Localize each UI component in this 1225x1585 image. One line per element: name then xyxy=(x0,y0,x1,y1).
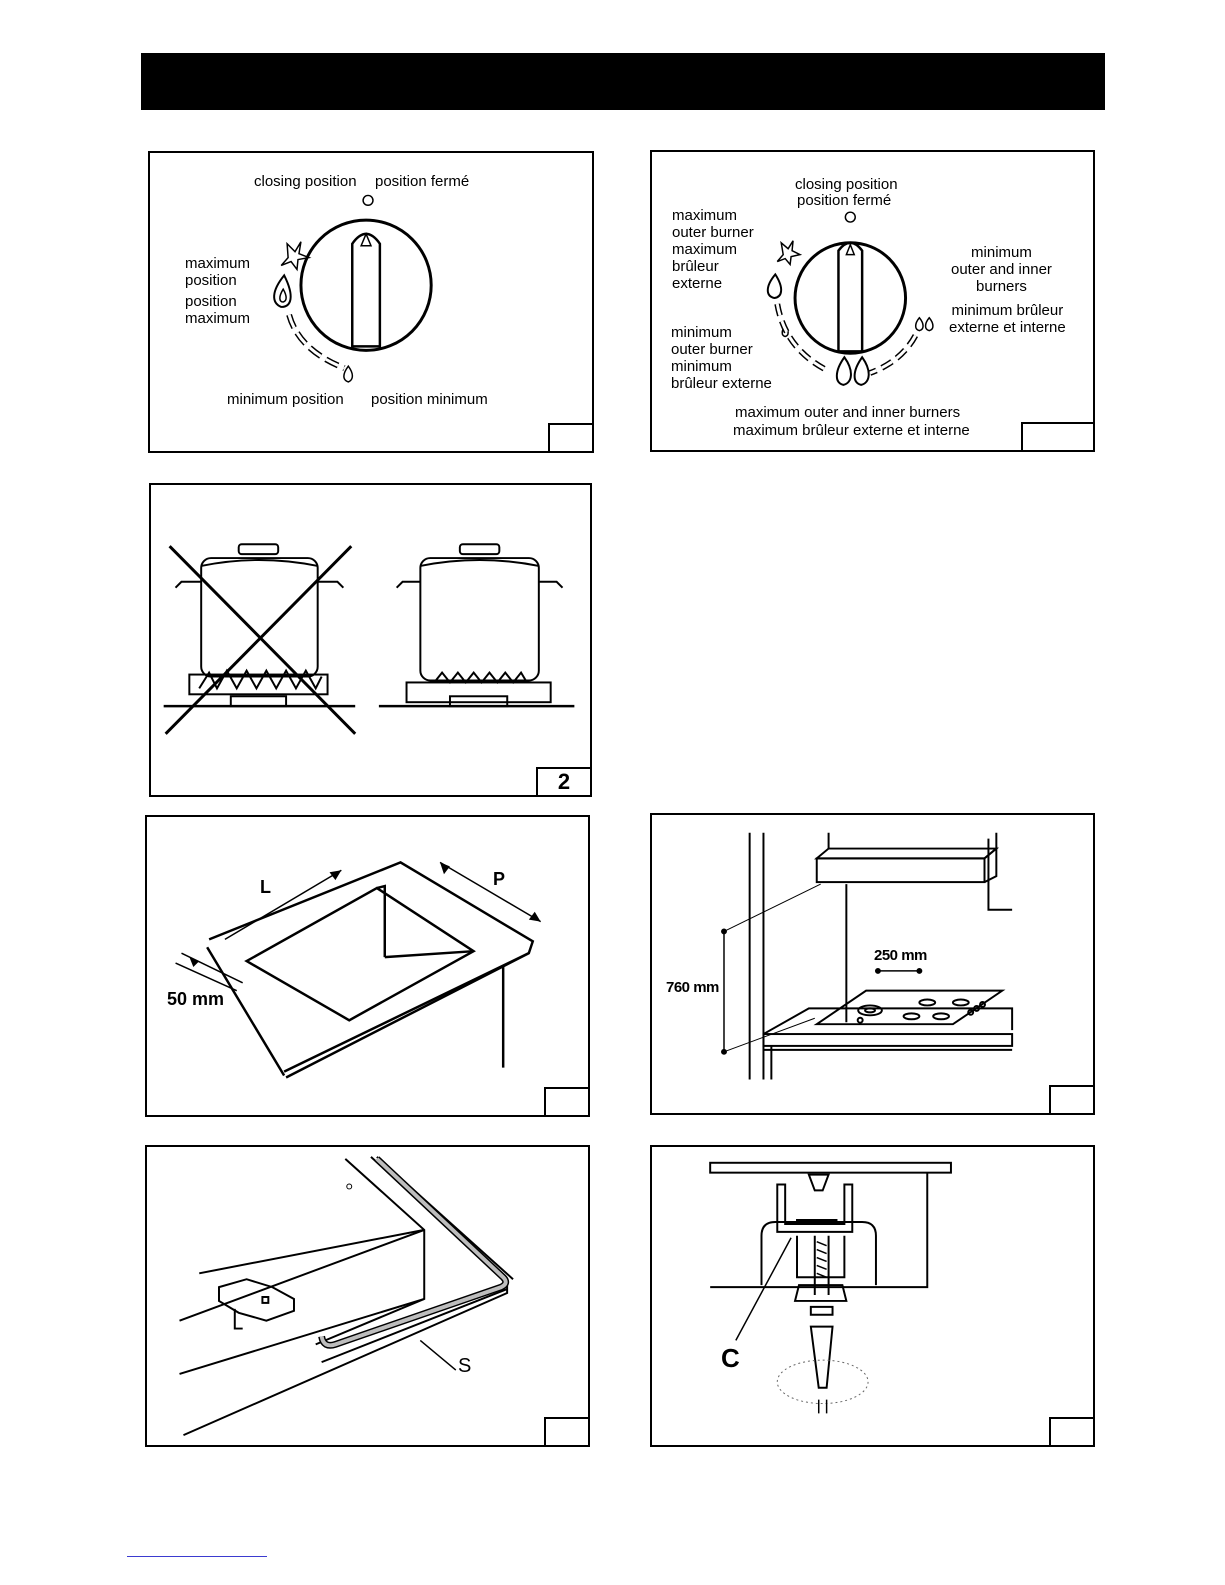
max-outer-burner-label: maximum outer burner maximum brûleur ext… xyxy=(672,207,754,292)
min-outer-burner-label: minimum outer burner minimum brûleur ext… xyxy=(671,324,772,392)
pot-wrong xyxy=(174,543,345,708)
figure-cutout: L P 50 mm xyxy=(145,815,590,1117)
figure-number xyxy=(1021,422,1093,450)
closing-position-label: closing position xyxy=(254,173,357,190)
position-ferme-label: position fermé xyxy=(375,173,470,190)
figure-number xyxy=(544,1087,588,1115)
figure-pot-sizes: 2 xyxy=(149,483,592,797)
figure-hood-distance: 760 mm 250 mm xyxy=(650,813,1095,1115)
maximum-position-label: maximum position xyxy=(185,255,251,289)
clamp-drawing xyxy=(709,1161,952,1414)
hood-distance-drawing xyxy=(721,832,1014,1080)
knob-dual-drawing xyxy=(766,211,934,386)
figure-number xyxy=(1049,1085,1093,1113)
max-both-burners-label: maximum outer and inner burners xyxy=(735,404,961,421)
header-bar xyxy=(141,53,1105,110)
figure-knob-dual: closing position position fermé maximum … xyxy=(650,150,1095,452)
position-minimum-label: position minimum xyxy=(371,391,488,408)
seal-drawing xyxy=(179,1156,514,1437)
figure-number xyxy=(1049,1417,1093,1445)
knob-single-drawing xyxy=(273,194,433,383)
pot-correct xyxy=(395,543,564,708)
min-both-burners-fr-label: minimum brûleur externe et interne xyxy=(949,302,1066,336)
closing-position-label: closing position xyxy=(795,176,898,193)
footer-link-underline[interactable] xyxy=(127,1556,267,1557)
figure-clamp: C xyxy=(650,1145,1095,1447)
dimension-760mm-label: 760 mm xyxy=(666,979,719,996)
cutout-drawing xyxy=(175,861,542,1079)
max-both-burners-fr-label: maximum brûleur externe et interne xyxy=(733,422,970,439)
minimum-position-label: minimum position xyxy=(227,391,344,408)
figure-number: 2 xyxy=(536,767,590,795)
figure-number xyxy=(548,423,592,451)
figure-number xyxy=(544,1417,588,1445)
clamp-c-label: C xyxy=(721,1343,740,1373)
seal-s-label: S xyxy=(458,1355,472,1377)
dimension-l-label: L xyxy=(260,877,271,897)
dimension-250mm-label: 250 mm xyxy=(874,947,927,964)
position-maximum-label: position maximum xyxy=(185,293,251,327)
figure-knob-single: closing position position fermé maximum … xyxy=(148,151,594,453)
dimension-50mm-label: 50 mm xyxy=(167,989,225,1009)
figure-seal: S xyxy=(145,1145,590,1447)
pot-sizes-drawing xyxy=(163,543,575,735)
min-both-burners-label: minimum outer and inner burners xyxy=(951,244,1052,295)
position-ferme-label: position fermé xyxy=(797,192,892,209)
dimension-p-label: P xyxy=(493,869,506,889)
